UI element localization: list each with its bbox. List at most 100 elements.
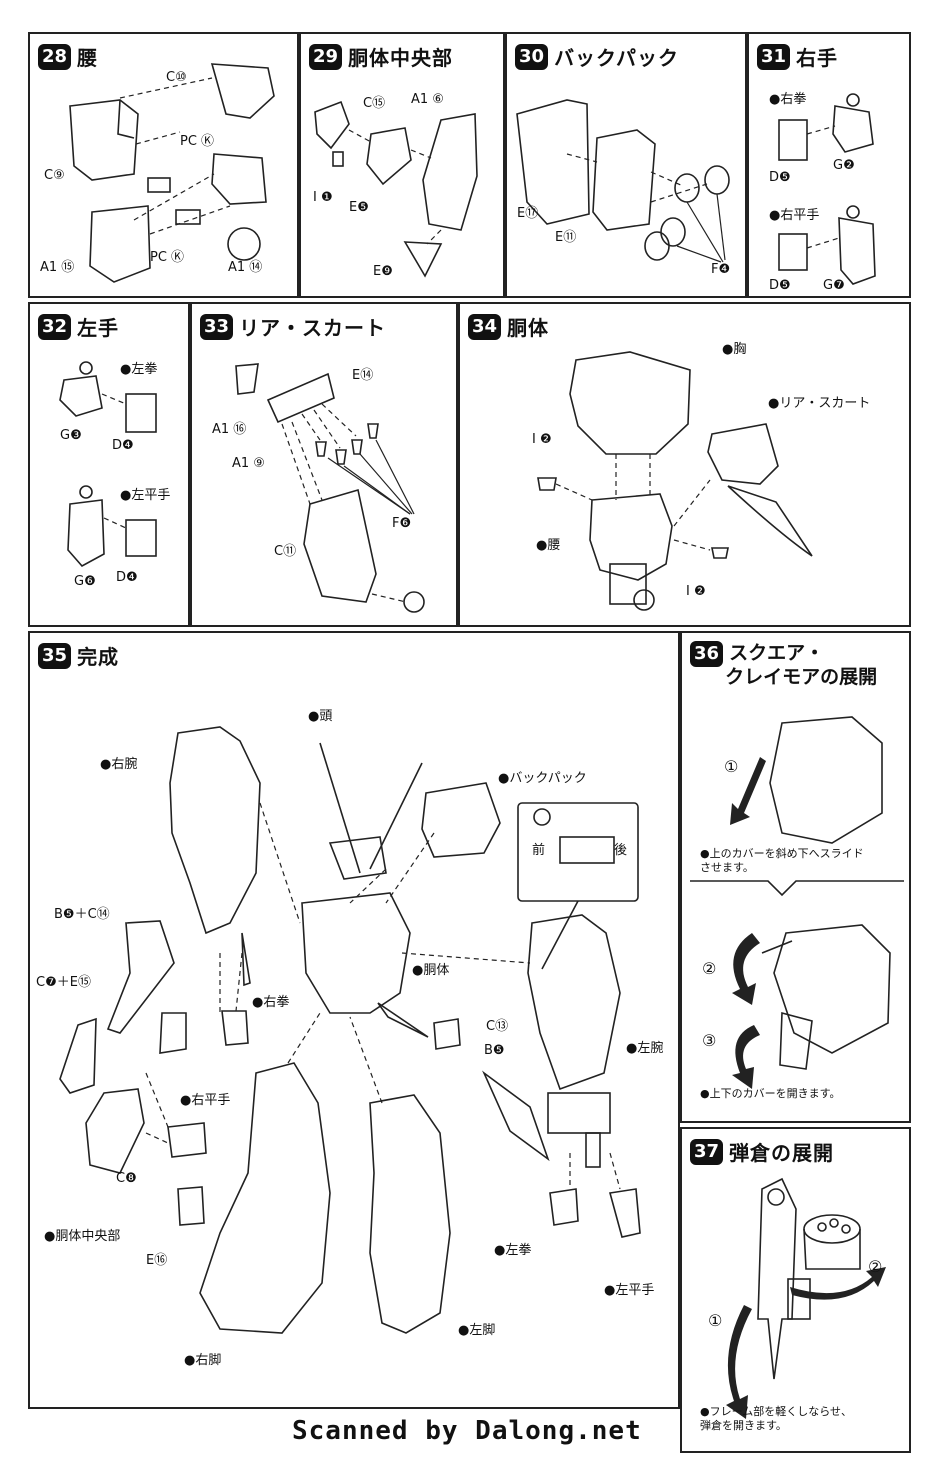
panel-31-right-hand: 31 右手 ●右拳 D❺ G❷ ●右平手 D❺ G❼	[747, 32, 911, 298]
part-label: G❼	[823, 278, 845, 293]
step-circle-2: ②	[868, 1257, 883, 1276]
part-label: C⑬	[486, 1019, 509, 1034]
part-label: ●右拳	[769, 92, 807, 107]
step-number: 28	[38, 43, 72, 70]
step-header: 28 腰	[38, 42, 98, 71]
part-label: C❽	[116, 1171, 137, 1186]
part-label: ●リア・スカート	[768, 396, 871, 411]
step-title: 胴体中央部	[348, 46, 454, 70]
step-title-line1: スクエア・	[729, 642, 825, 664]
part-label: E⑯	[146, 1253, 168, 1268]
part-label: ●右平手	[180, 1093, 231, 1108]
part-label: PC Ⓚ	[150, 250, 185, 265]
panel-29-torso-center: 29 胴体中央部 C⑮ A1 ⑥ I ❶ E❺ E❾	[299, 32, 505, 298]
step-number: 35	[38, 642, 72, 669]
part-label: I ❷	[532, 432, 552, 447]
part-label: ●左平手	[604, 1283, 655, 1298]
step-header: 36 スクエア・ クレイモアの展開	[690, 641, 877, 689]
step-title: 腰	[77, 46, 99, 70]
step-header: 33 リア・スカート	[200, 312, 386, 341]
step-title: 完成	[77, 645, 120, 669]
part-label: E❺	[349, 200, 369, 215]
part-label: A1 ⑯	[212, 422, 247, 437]
step-number: 32	[38, 313, 72, 340]
part-label: ●胴体中央部	[44, 1229, 121, 1244]
instruction-note: ●フレーム部を軽くしならせ、 弾倉を開きます。	[700, 1405, 853, 1432]
part-label: C⑪	[274, 544, 297, 559]
step-header: 37 弾倉の展開	[690, 1137, 834, 1166]
magazine-illustration	[726, 1177, 886, 1419]
part-label: E⑰	[517, 206, 539, 221]
part-label: ●右脚	[184, 1353, 222, 1368]
panel-35-completion: 35 完成	[28, 631, 680, 1409]
step-header: 34 胴体	[468, 312, 549, 341]
rear-skirt-illustration	[235, 363, 425, 613]
part-label: ●頭	[308, 709, 333, 724]
part-label: ●左平手	[120, 488, 171, 503]
step-title: バックパック	[554, 46, 680, 70]
instruction-note-1: ●上のカバーを斜め下へスライド させます。	[700, 847, 864, 874]
torso-illustration	[537, 351, 813, 611]
part-label: ●胸	[722, 342, 747, 357]
part-label: C⑨	[44, 168, 65, 183]
instruction-note-2: ●上下のカバーを開きます。	[700, 1087, 841, 1100]
part-label: ●左拳	[120, 362, 158, 377]
step-header: 29 胴体中央部	[309, 42, 453, 71]
part-label: ●胴体	[412, 963, 450, 978]
part-label: ●左腕	[626, 1041, 664, 1056]
part-label: D❹	[116, 570, 138, 585]
step-number: 30	[515, 43, 549, 70]
part-label: A1 ⑭	[228, 260, 263, 275]
torso-center-illustration	[314, 100, 478, 278]
right-hand-illustration	[778, 93, 876, 285]
panel-28-waist: 28 腰 C⑩ PC Ⓚ C⑨ PC Ⓚ A1 ⑮ A1 ⑭	[28, 32, 299, 298]
step-number: 29	[309, 43, 343, 70]
part-label: I ❷	[686, 584, 706, 599]
step-circle-1: ①	[724, 757, 739, 776]
step-number: 31	[757, 43, 791, 70]
panel-34-torso: 34 胴体 ●胸 ●リア・スカート I ❷ ●腰 I ❷	[458, 302, 911, 627]
part-label: ●右拳	[252, 995, 290, 1010]
part-label: ●腰	[536, 538, 561, 553]
part-label: E⑭	[352, 368, 374, 383]
part-label: ●左拳	[494, 1243, 532, 1258]
part-label: D❹	[112, 438, 134, 453]
part-label: E⑪	[555, 230, 577, 245]
backpack-illustration	[516, 99, 730, 263]
step-title: 弾倉の展開	[729, 1141, 835, 1165]
part-label: G❷	[833, 158, 855, 173]
waist-parts-illustration	[69, 63, 275, 283]
step-title: 胴体	[507, 316, 550, 340]
step-number: 34	[468, 313, 502, 340]
part-label: C⑩	[166, 70, 187, 85]
step-number: 37	[690, 1138, 724, 1165]
panel-32-left-hand: 32 左手 ●左拳 G❸ D❹ ●左平手 G❻ D❹	[28, 302, 190, 627]
part-label: PC Ⓚ	[180, 134, 215, 149]
step-title-line2: クレイモアの展開	[725, 666, 878, 688]
step-title: 右手	[796, 46, 839, 70]
step-header: 31 右手	[757, 42, 838, 71]
step-circle-2: ②	[702, 959, 717, 978]
part-label: B❺	[484, 1043, 505, 1058]
part-label: ●右平手	[769, 208, 820, 223]
panel-36-claymore-deploy: 36 スクエア・ クレイモアの展開 ① ●上のカバーを斜め下へスライド させます…	[680, 631, 911, 1123]
part-label: G❻	[74, 574, 96, 589]
part-label: ●右腕	[100, 757, 138, 772]
part-label: B❺＋C⑭	[54, 907, 110, 922]
step-title: 左手	[77, 316, 120, 340]
step-title: スクエア・ クレイモアの展開	[725, 641, 877, 689]
part-label: C❼＋E⑮	[36, 975, 91, 990]
step-circle-3: ③	[702, 1031, 717, 1050]
scan-watermark: Scanned by Dalong.net	[292, 1416, 642, 1446]
step-header: 32 左手	[38, 312, 119, 341]
step-title: リア・スカート	[239, 316, 387, 340]
panel-33-rear-skirt: 33 リア・スカート E⑭ A1 ⑯ A1 ⑨ F❻ C⑪	[190, 302, 458, 627]
panel-37-magazine-deploy: 37 弾倉の展開 ① ② ●フレーム部を軽くしならせ、 弾倉を開きます。	[680, 1127, 911, 1453]
part-label: A1 ⑥	[411, 92, 444, 107]
part-label: ●左脚	[458, 1323, 496, 1338]
completed-figure-illustration	[59, 726, 641, 1334]
inset-label-front: 前	[532, 843, 546, 858]
part-label: C⑮	[363, 96, 386, 111]
claymore-illustration	[690, 716, 904, 1089]
part-label: A1 ⑨	[232, 456, 265, 471]
